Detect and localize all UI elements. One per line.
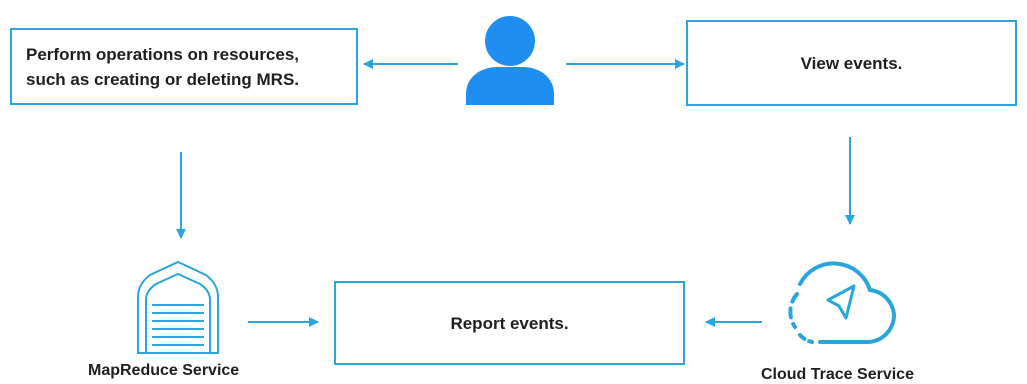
- cloud-trace-service-label: Cloud Trace Service: [761, 366, 914, 383]
- operations-box: Perform operations on resources, such as…: [10, 28, 358, 105]
- cloud-trace-service-icon: [788, 261, 897, 344]
- operations-text-line1: Perform operations on resources,: [26, 44, 300, 64]
- view-events-text: View events.: [800, 53, 903, 73]
- mapreduce-service-icon: [137, 260, 219, 354]
- report-events-text: Report events.: [450, 313, 569, 333]
- user-icon: [466, 16, 554, 105]
- mapreduce-service-label: MapReduce Service: [88, 362, 240, 379]
- report-events-box: Report events.: [334, 281, 685, 365]
- operations-text-line2: such as creating or deleting MRS.: [26, 69, 300, 89]
- view-events-box: View events.: [686, 20, 1017, 106]
